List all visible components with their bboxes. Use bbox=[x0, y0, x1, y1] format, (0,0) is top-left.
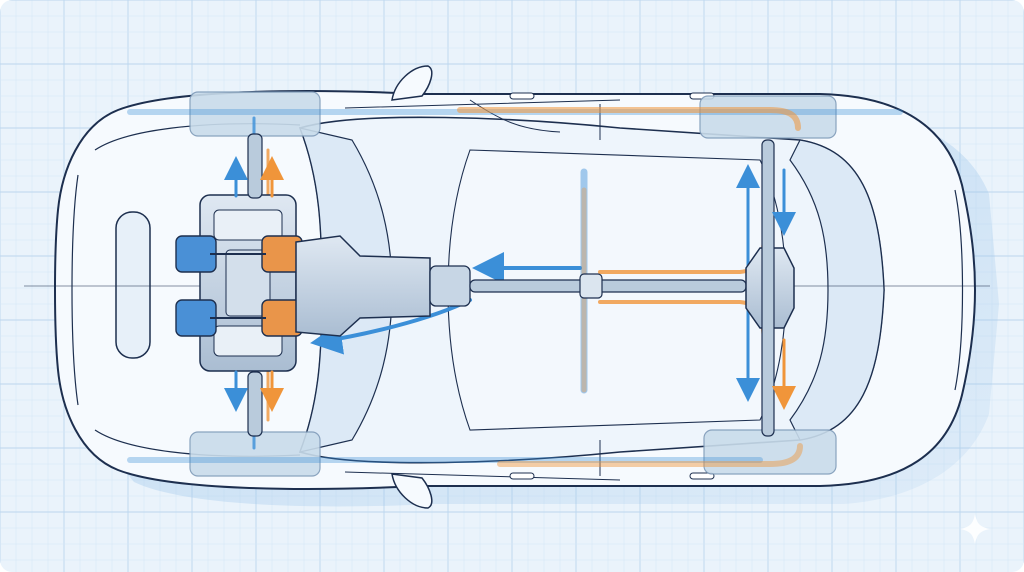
wheel-rear-left bbox=[699, 95, 837, 139]
front-axle-right bbox=[247, 371, 263, 437]
engine-flow-arrows bbox=[224, 156, 284, 412]
left-mirror bbox=[391, 65, 433, 101]
door-lines bbox=[344, 99, 621, 481]
rear-bumper-line bbox=[954, 189, 964, 391]
driveshaft bbox=[469, 279, 747, 293]
door-handle bbox=[509, 92, 535, 100]
front-bumper-line bbox=[71, 174, 79, 406]
door-handle bbox=[689, 472, 715, 480]
transmission-tail bbox=[429, 265, 471, 307]
front-grille bbox=[115, 211, 151, 359]
driveshaft-joint bbox=[579, 273, 603, 299]
sparkle-icon bbox=[960, 514, 990, 544]
rear-flow-arrows bbox=[736, 164, 796, 410]
front-axle-left bbox=[247, 133, 263, 199]
engine-block bbox=[199, 194, 297, 372]
transmission bbox=[295, 235, 431, 337]
engine-cylinders bbox=[175, 235, 303, 337]
door-handle bbox=[509, 472, 535, 480]
right-mirror bbox=[391, 473, 433, 509]
wheel-rear-right bbox=[703, 429, 837, 475]
rear-axle bbox=[761, 139, 775, 437]
